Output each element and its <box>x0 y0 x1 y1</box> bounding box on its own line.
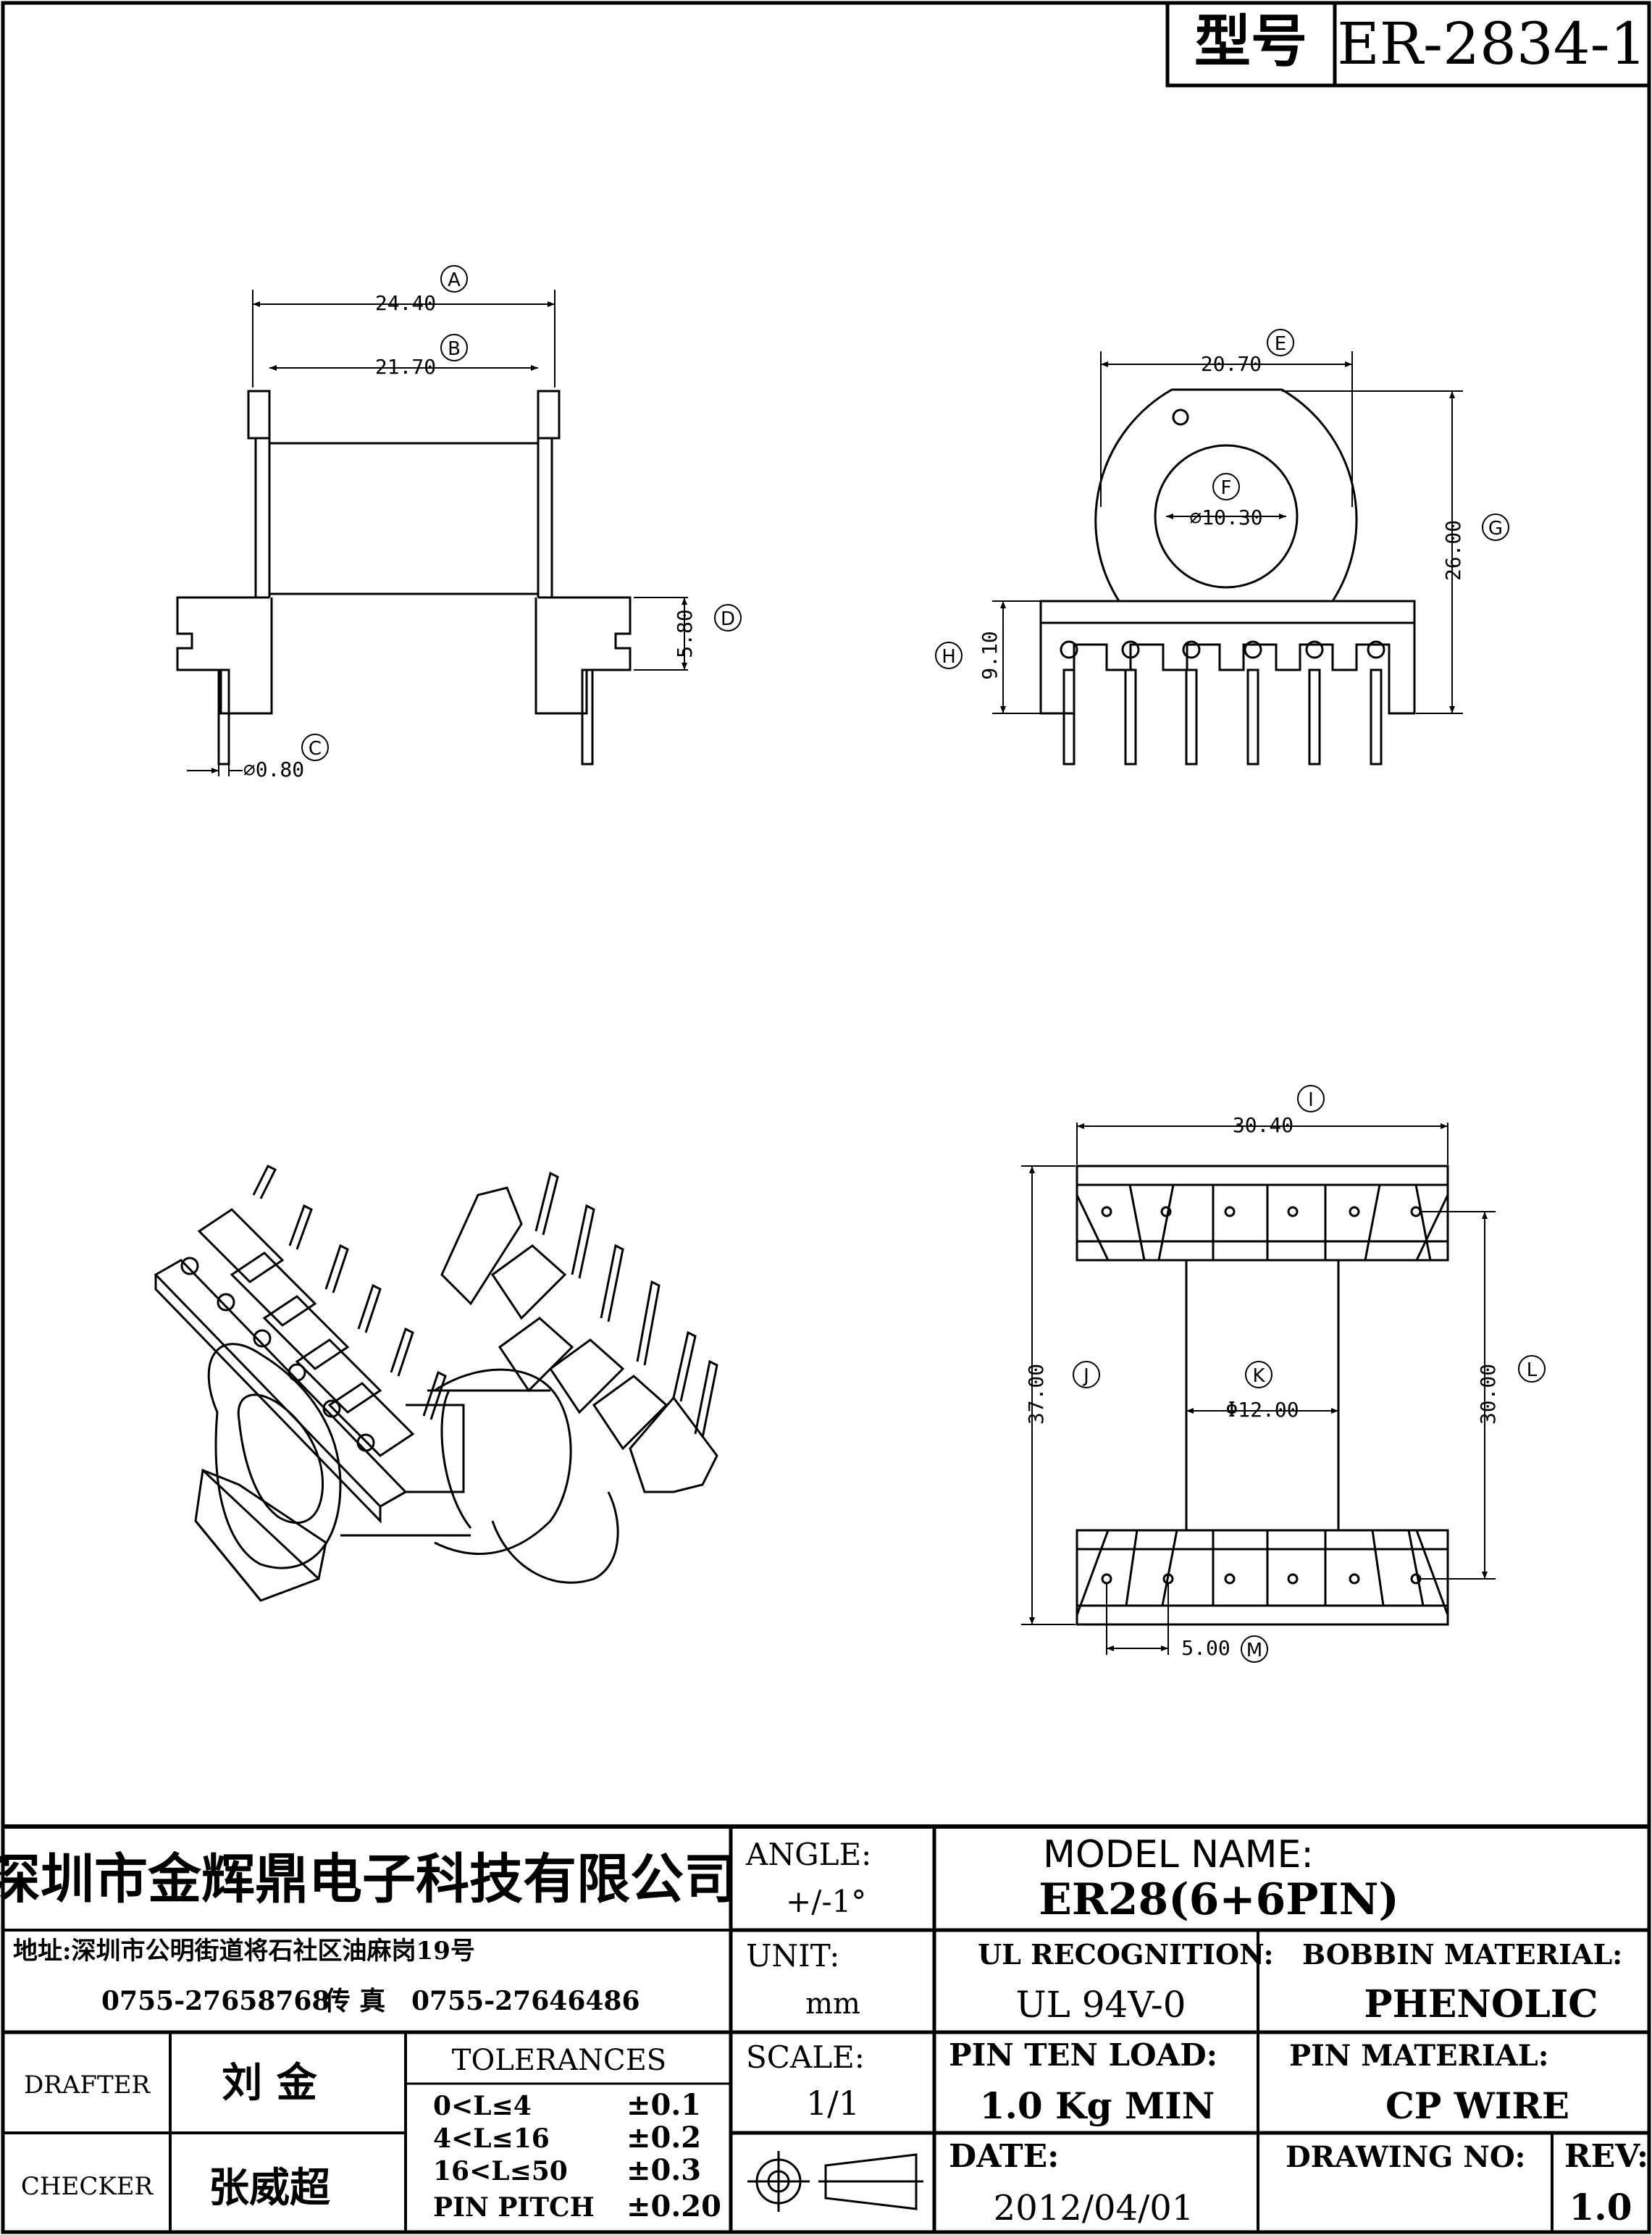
svg-text:J: J <box>1082 1365 1089 1387</box>
drafter-label: DRAFTER <box>24 2071 151 2100</box>
svg-text:F: F <box>1221 477 1232 499</box>
marker-g: G <box>1482 513 1509 541</box>
checker-name: 张威超 <box>209 2164 331 2212</box>
svg-text:G: G <box>1488 518 1503 540</box>
drafter-name: 刘 金 <box>222 2059 317 2107</box>
dim-l-value: 30.00 <box>1476 1364 1500 1425</box>
date-label: DATE: <box>949 2138 1059 2175</box>
model-name-label: MODEL NAME: <box>1043 1833 1314 1877</box>
marker-e: E <box>1267 329 1294 356</box>
pin-load-label: PIN TEN LOAD: <box>949 2037 1217 2073</box>
marker-b: B <box>440 334 468 361</box>
dim-a-value: 24.40 <box>375 291 436 315</box>
front-view-dimensions <box>992 351 1463 714</box>
dim-c-value: ⌀0.80 <box>243 758 304 781</box>
marker-a: A <box>440 265 468 293</box>
model-header-box: 型号 ER-2834-1 <box>1165 1 1651 88</box>
reference-markers: A B C D E F G H I J K L M <box>301 265 1546 1663</box>
company-name: 深圳市金辉鼎电子科技有限公司 <box>0 1848 737 1911</box>
tolerance-range: PIN PITCH <box>433 2192 595 2223</box>
svg-text:C: C <box>309 738 322 760</box>
model-number: ER-2834-1 <box>1337 10 1646 77</box>
projection-symbol-icon <box>747 2151 923 2212</box>
tolerance-value: ±0.1 <box>626 2088 701 2122</box>
bobbin-material-value: PHENOLIC <box>1364 1982 1598 2026</box>
company-fax: 0755-27646486 <box>411 1986 640 2016</box>
svg-text:E: E <box>1275 333 1286 355</box>
dim-d-value: 5.80 <box>673 609 697 658</box>
tolerance-range: 4<L≤16 <box>433 2123 550 2154</box>
dim-i-value: 30.40 <box>1233 1113 1293 1137</box>
marker-i: I <box>1297 1085 1325 1112</box>
rev-value: 1.0 <box>1569 2186 1632 2228</box>
date-value: 2012/04/01 <box>994 2188 1194 2228</box>
pin-material-value: CP WIRE <box>1385 2084 1569 2127</box>
svg-text:H: H <box>942 646 956 668</box>
dim-f-value: ⌀10.30 <box>1189 506 1262 529</box>
side-view <box>176 390 632 766</box>
svg-text:K: K <box>1252 1365 1265 1387</box>
tolerance-value: ±0.3 <box>626 2153 701 2187</box>
fax-label: 传 真 <box>324 1986 386 2016</box>
bottom-view-dimensions <box>1021 1123 1496 1655</box>
side-view-dimensions <box>187 290 688 776</box>
dim-m-value: 5.00 <box>1181 1636 1230 1660</box>
dim-j-value: 37.00 <box>1024 1364 1048 1425</box>
tolerance-range: 16<L≤50 <box>433 2156 568 2186</box>
dim-k-value: Φ12.00 <box>1225 1398 1299 1422</box>
marker-d: D <box>714 604 742 632</box>
scale-value: 1/1 <box>806 2084 860 2123</box>
svg-text:A: A <box>448 269 461 291</box>
scale-label: SCALE: <box>746 2039 865 2075</box>
rev-label: REV: <box>1564 2138 1648 2175</box>
dim-h-value: 9.10 <box>978 631 1002 679</box>
svg-text:M: M <box>1246 1640 1262 1661</box>
title-block-grid <box>3 1824 1649 2232</box>
checker-label: CHECKER <box>21 2172 154 2201</box>
marker-l: L <box>1518 1355 1546 1383</box>
angle-label: ANGLE: <box>745 1837 871 1872</box>
model-name-value: ER28(6+6PIN) <box>1039 1874 1399 1925</box>
marker-k: K <box>1245 1361 1272 1388</box>
svg-text:L: L <box>1527 1359 1538 1381</box>
tolerance-value: ±0.20 <box>626 2189 721 2223</box>
bobbin-material-label: BOBBIN MATERIAL: <box>1302 1938 1622 1971</box>
unit-label: UNIT: <box>746 1938 839 1974</box>
marker-c: C <box>301 734 329 761</box>
angle-value: +/-1° <box>786 1884 866 1919</box>
isometric-view <box>154 1164 718 1602</box>
svg-text:B: B <box>448 338 461 360</box>
company-phone: 0755-27658768 <box>101 1986 330 2016</box>
dim-b-value: 21.70 <box>375 355 436 379</box>
pin-load-value: 1.0 Kg MIN <box>980 2084 1215 2127</box>
pin-material-label: PIN MATERIAL: <box>1289 2039 1549 2073</box>
company-address: 地址:深圳市公明街道将石社区油麻岗19号 <box>13 1937 475 1966</box>
svg-text:I: I <box>1308 1089 1314 1111</box>
front-view <box>1039 388 1416 766</box>
tolerances-label: TOLERANCES <box>452 2044 666 2077</box>
drawing-no-label: DRAWING NO: <box>1286 2140 1525 2174</box>
marker-h: H <box>935 642 963 669</box>
ul-recognition-value: UL 94V-0 <box>1015 1984 1186 2026</box>
marker-f: F <box>1212 473 1240 500</box>
marker-j: J <box>1073 1361 1100 1388</box>
tolerance-value: ±0.2 <box>626 2121 701 2155</box>
dim-g-value: 26.00 <box>1441 520 1465 581</box>
marker-m: M <box>1241 1635 1268 1663</box>
bottom-view <box>1076 1165 1449 1626</box>
svg-text:D: D <box>721 608 735 630</box>
model-label: 型号 <box>1194 9 1307 75</box>
dim-e-value: 20.70 <box>1201 352 1262 376</box>
unit-value: mm <box>805 1987 860 2021</box>
ul-recognition-label: UL RECOGNITION: <box>978 1938 1274 1971</box>
tolerance-range: 0<L≤4 <box>433 2091 532 2121</box>
